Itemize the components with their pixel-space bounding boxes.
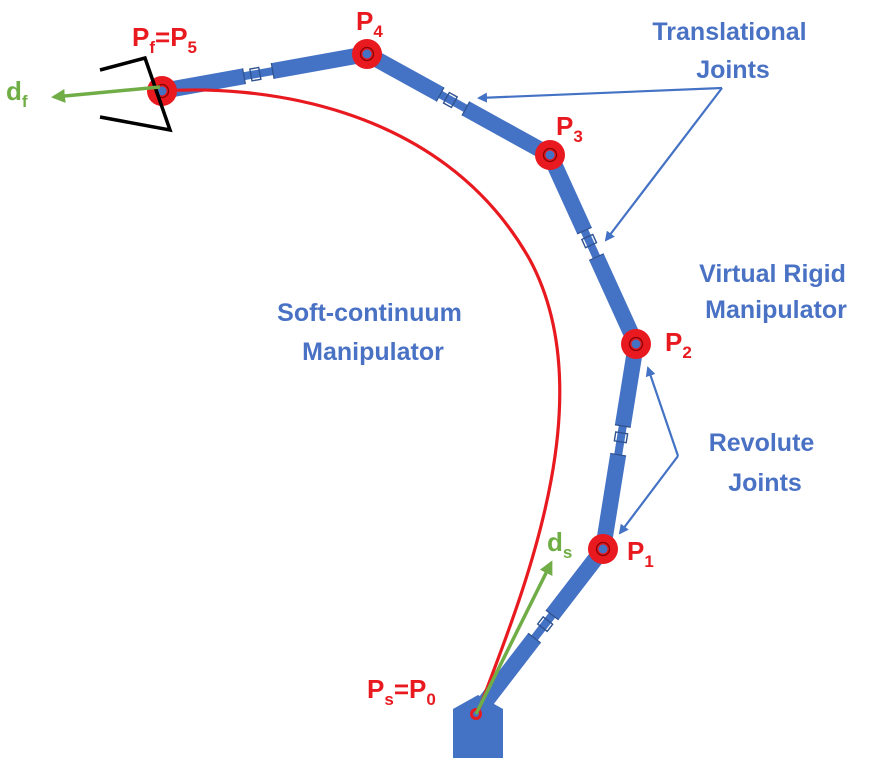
translational-joint bbox=[613, 431, 629, 444]
joint-center bbox=[362, 49, 372, 59]
virtual-rigid-manipulator-label: Virtual Rigid Manipulator bbox=[699, 260, 853, 324]
link-segment bbox=[542, 151, 592, 234]
joint-inner-ring bbox=[542, 147, 558, 163]
point-label-p5: Pf=P5 bbox=[132, 22, 197, 57]
translational-joint bbox=[249, 66, 262, 82]
df-arrow bbox=[51, 85, 161, 103]
joint-inner-ring bbox=[628, 336, 644, 352]
manipulator-base bbox=[453, 695, 503, 758]
virtual-rigid-links bbox=[160, 46, 644, 719]
telescoping-rod bbox=[438, 90, 468, 113]
soft-continuum-manipulator-label: Soft-continuum Manipulator bbox=[277, 299, 469, 366]
segment-edge bbox=[545, 609, 559, 621]
segment-edge bbox=[270, 63, 275, 79]
point-label-p0: Ps=P0 bbox=[367, 674, 436, 709]
translational-callout-line bbox=[477, 86, 723, 103]
telescoping-rod bbox=[614, 425, 627, 456]
segment-edge bbox=[610, 452, 627, 457]
translational-callout-line-2 bbox=[604, 87, 723, 242]
revolute-joint-p2 bbox=[621, 329, 651, 359]
segment-edge bbox=[241, 68, 247, 85]
rigid-link-3 bbox=[542, 151, 644, 348]
translational-joint bbox=[442, 91, 459, 109]
revolute-callout-line bbox=[645, 366, 680, 457]
segment-edge bbox=[614, 424, 631, 428]
link-segment bbox=[545, 544, 610, 620]
rigid-link-4 bbox=[363, 46, 554, 163]
joint-center bbox=[545, 150, 555, 160]
revolute-callout-line-2 bbox=[618, 455, 679, 535]
link-segment bbox=[469, 633, 541, 719]
segment-edge bbox=[576, 226, 592, 235]
joints bbox=[147, 39, 651, 720]
telescoping-rod bbox=[580, 228, 601, 259]
joint-inner-ring bbox=[359, 46, 375, 62]
revolute-joints-label: Revolute Joints bbox=[709, 429, 822, 497]
point-label-p3: P3 bbox=[556, 111, 583, 146]
joint-center bbox=[598, 544, 608, 554]
revolute-joint-p1 bbox=[588, 534, 618, 564]
vector-label-df: df bbox=[6, 76, 28, 111]
segment-edge bbox=[588, 253, 604, 261]
point-label-p2: P2 bbox=[665, 327, 692, 362]
segment-edge bbox=[527, 632, 542, 644]
translational-joint bbox=[580, 233, 598, 249]
link-segment bbox=[589, 253, 644, 348]
point-label-p4: P4 bbox=[356, 6, 383, 41]
soft-continuum-curve bbox=[161, 88, 562, 713]
link-segment bbox=[614, 342, 644, 428]
revolute-joint-p3 bbox=[535, 140, 565, 170]
translational-joint bbox=[536, 615, 554, 633]
vector-label-ds: ds bbox=[547, 527, 572, 562]
joint-inner-ring bbox=[595, 541, 611, 557]
link-segment bbox=[595, 453, 627, 551]
rigid-link-1 bbox=[469, 544, 610, 719]
rigid-link-2 bbox=[595, 342, 644, 551]
joint-center bbox=[631, 339, 641, 349]
translational-joints-label: Translational Joints bbox=[652, 18, 813, 84]
segment-edge bbox=[435, 87, 445, 102]
gripper bbox=[99, 55, 173, 133]
revolute-joint-p4 bbox=[352, 39, 382, 69]
link-segment bbox=[363, 46, 445, 102]
link-segment bbox=[271, 46, 369, 79]
ds-arrow bbox=[474, 560, 553, 715]
telescoping-rod bbox=[531, 612, 556, 641]
segment-edge bbox=[461, 101, 471, 116]
link-segment bbox=[461, 101, 554, 163]
point-label-p1: P1 bbox=[627, 536, 654, 571]
